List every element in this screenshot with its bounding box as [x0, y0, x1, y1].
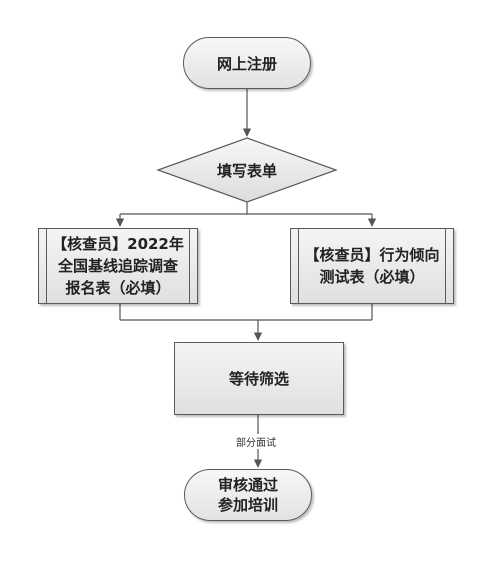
- form-b-label: 【核查员】行为倾向测试表（必填）: [304, 246, 440, 286]
- form-b-node: 【核查员】行为倾向测试表（必填）: [290, 228, 454, 304]
- form-a-node: 【核查员】2022年全国基线追踪调查报名表（必填）: [38, 228, 198, 304]
- wait-node: 等待筛选: [174, 342, 344, 415]
- final-label: 审核通过参加培训: [217, 476, 278, 514]
- fill-form-label: 填写表单: [216, 161, 277, 180]
- fill-form-decision-label-box: 填写表单: [158, 138, 336, 202]
- register-node: 网上注册: [183, 37, 311, 89]
- wait-label: 等待筛选: [228, 369, 289, 388]
- form-a-label: 【核查员】2022年全国基线追踪调查报名表（必填）: [52, 235, 184, 297]
- edge-label-interview: 部分面试: [234, 434, 278, 449]
- register-label: 网上注册: [216, 54, 277, 73]
- final-node: 审核通过参加培训: [184, 469, 312, 521]
